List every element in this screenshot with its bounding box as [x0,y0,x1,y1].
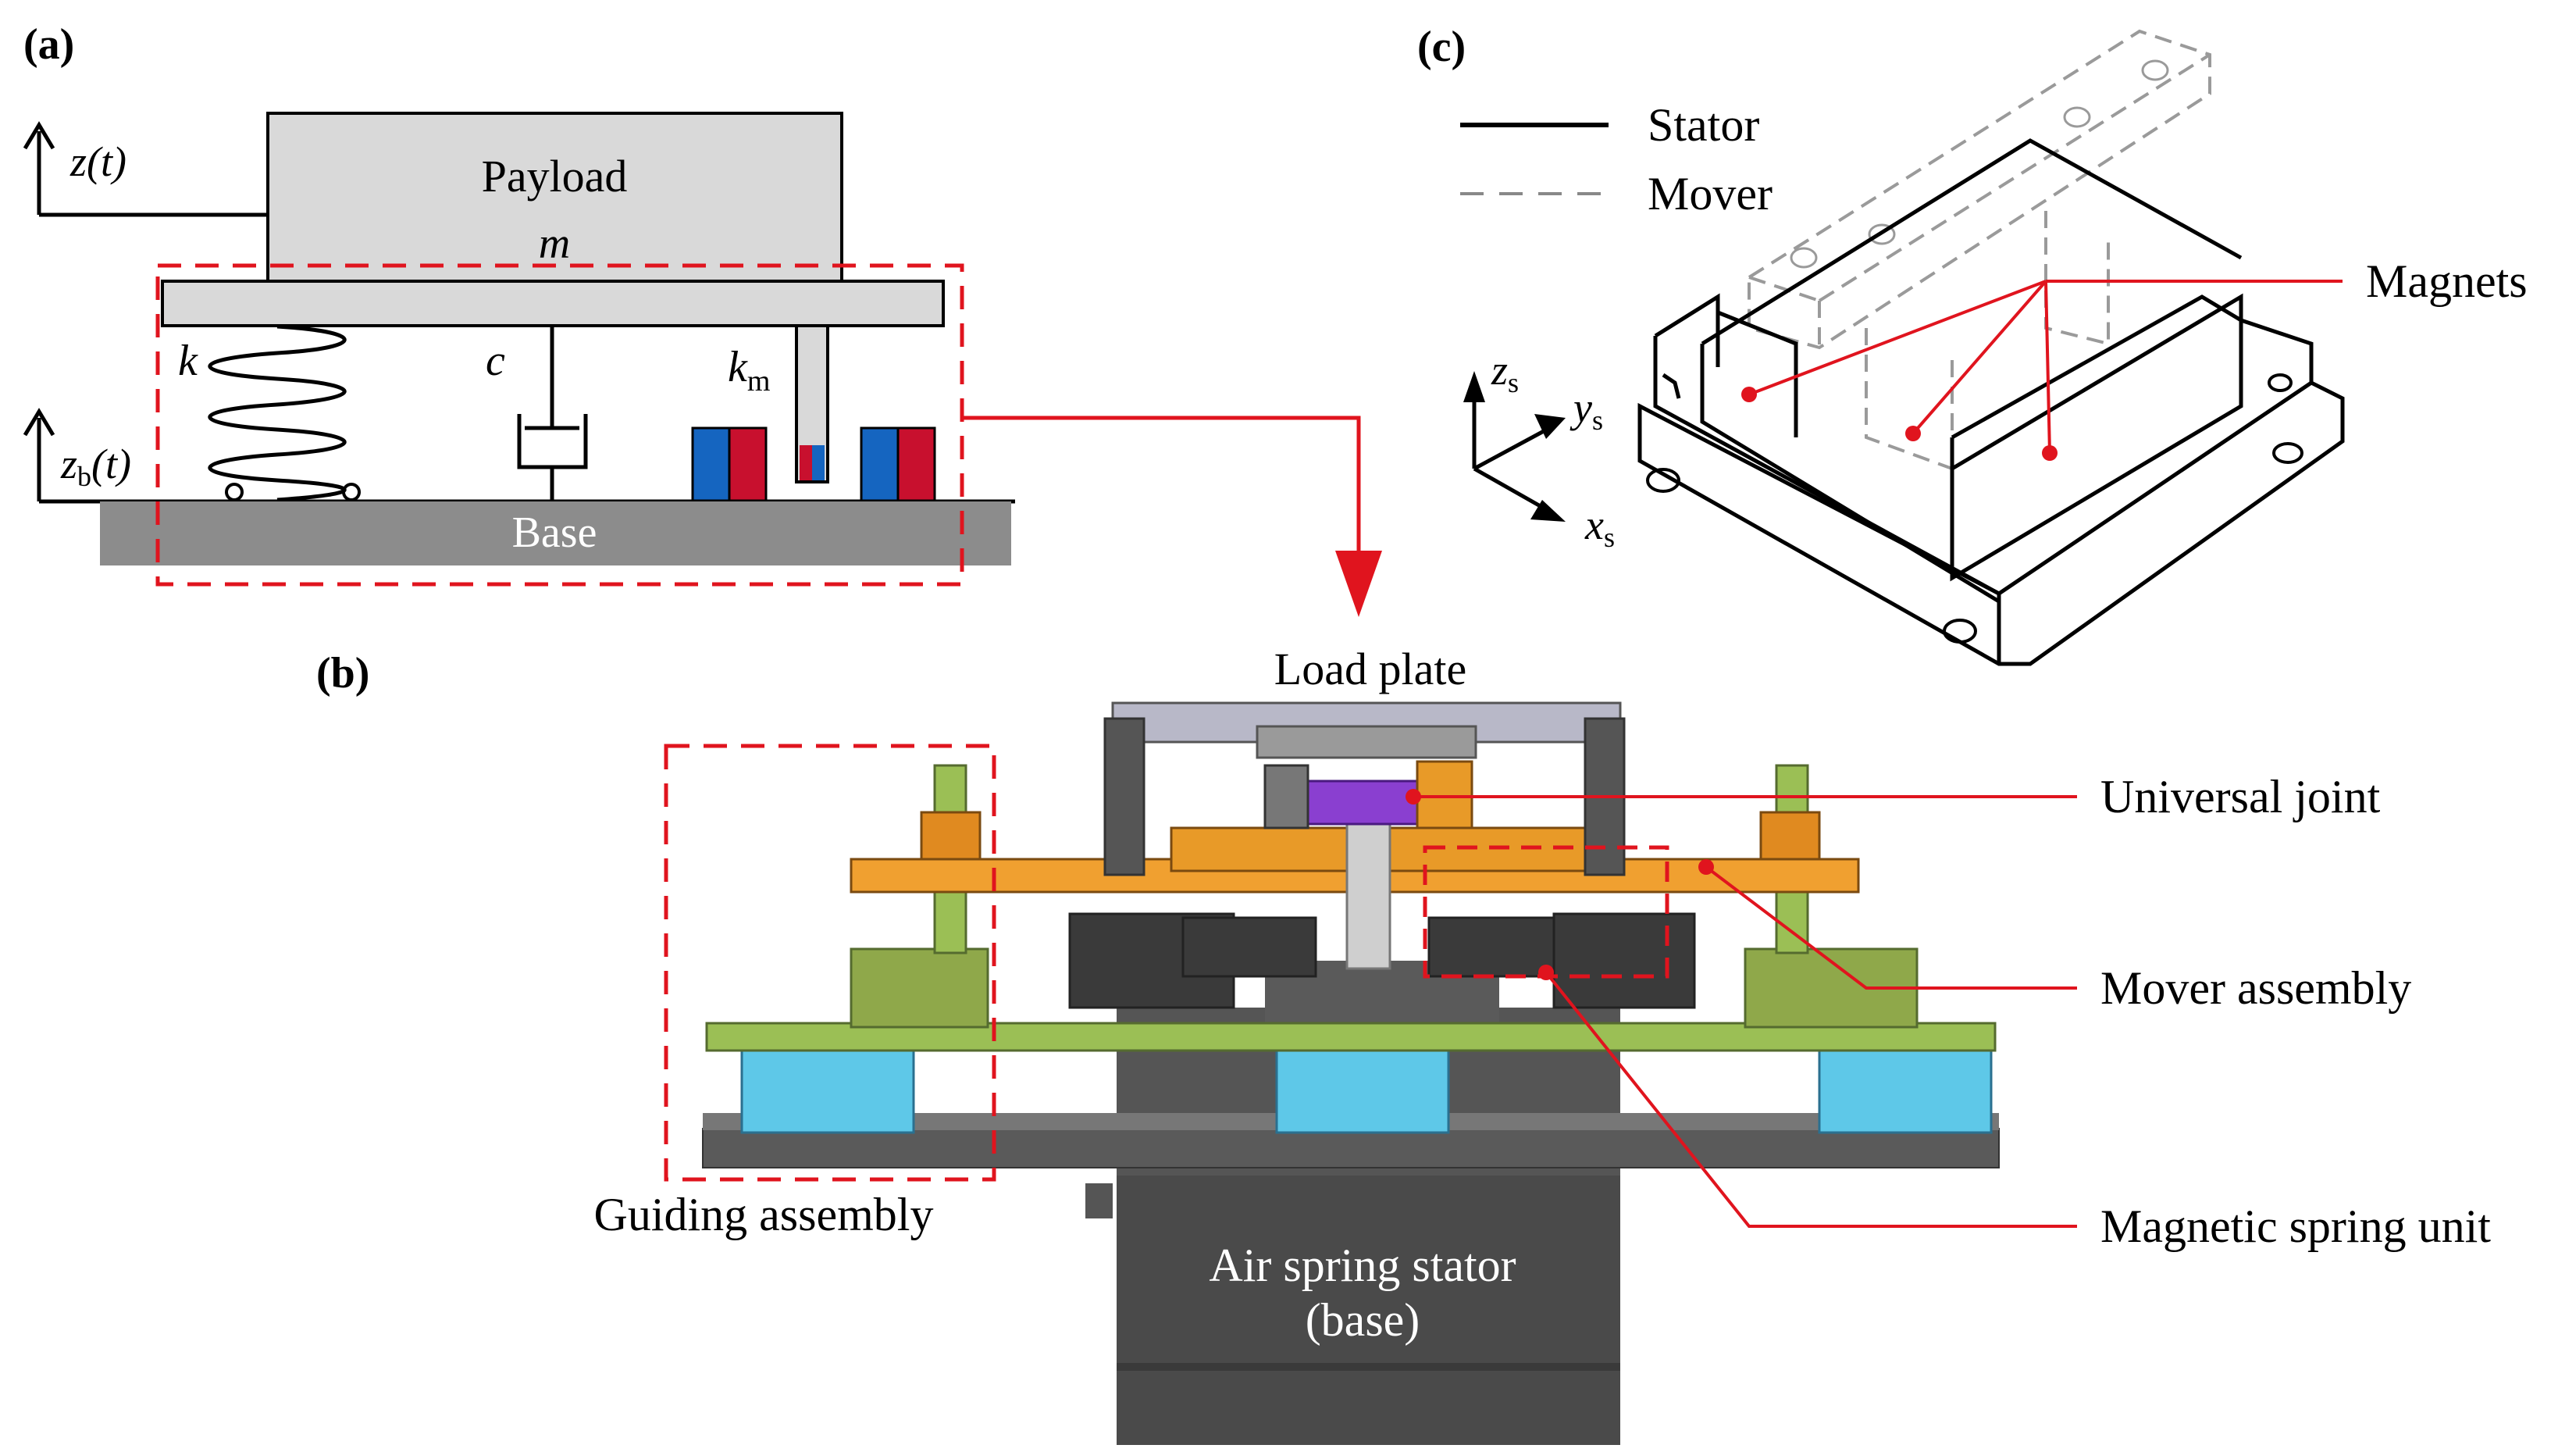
panel-a-label: (a) [23,20,74,69]
zb-t-indicator [23,408,55,501]
payload-block [266,112,843,283]
panel-a: (a) z(t) Payload m k c km [23,20,1382,617]
ys-label: ys [1569,384,1603,436]
panel-b: (b) Load plate Air spring stator (base) [316,644,2491,1445]
center-column [1345,811,1391,970]
payload-label: Payload [482,151,628,202]
callout-arrow-a-to-b [962,416,1361,551]
k-label: k [178,337,198,385]
mover-assembly-label: Mover assembly [2100,962,2411,1014]
guiding-assembly-label: Guiding assembly [594,1189,934,1240]
legend-stator-label: Stator [1648,99,1759,151]
panel-c-label: (c) [1417,23,1466,71]
base-block [100,501,1011,565]
zs-label: zs [1491,347,1519,398]
z-t-label: z(t) [69,138,126,185]
payload-plate [161,280,945,327]
panel-b-label: (b) [316,649,369,697]
magnet-pair-right [860,426,936,504]
magnetic-spring-unit-label: Magnetic spring unit [2100,1200,2491,1252]
spring-k [208,324,347,502]
universal-joint [1302,780,1423,826]
zb-t-label: zb(t) [60,441,131,492]
universal-joint-label: Universal joint [2100,771,2381,822]
coordinate-axes [1472,387,1555,514]
mover-outline [1748,29,2211,471]
c-label: c [486,337,505,385]
stator-outline [1637,138,2345,666]
panel-c: (c) Stator Mover [1417,23,2528,666]
z-t-indicator [23,121,269,217]
magnets-label: Magnets [2366,255,2528,307]
guide-blocks [740,1037,1993,1134]
magnetic-units [1068,912,1696,1009]
base-platform [702,1128,2000,1168]
km-label: km [728,343,770,398]
callout-magnets [1748,280,2343,454]
callout-magnetic-spring-unit [1545,971,2077,1228]
load-plate-label: Load plate [1274,644,1466,694]
callout-mover-assembly [1705,865,2077,990]
magnet-pair-left [691,426,768,504]
legend-mover-label: Mover [1648,168,1773,219]
xs-label: xs [1584,501,1615,553]
stator-label-line2: (base) [1306,1294,1420,1346]
base-label: Base [512,508,597,557]
damper-c [517,326,588,501]
stator-label-line1: Air spring stator [1209,1240,1516,1291]
air-spring-stator [1117,1172,1620,1445]
mass-label: m [539,219,570,268]
guiding-assembly-box [664,744,996,1182]
